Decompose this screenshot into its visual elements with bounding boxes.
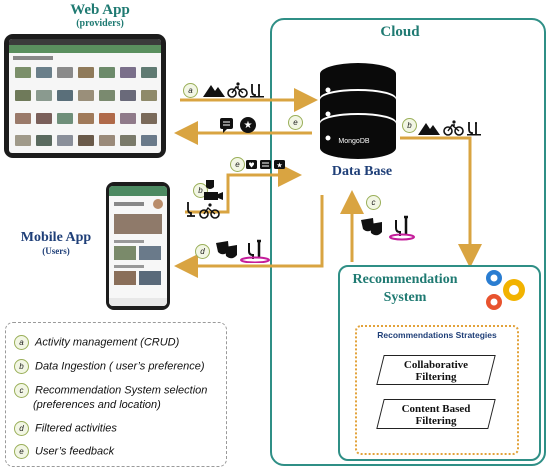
badge-a: a: [183, 83, 198, 98]
svg-text:♥: ♥: [248, 162, 254, 170]
svg-text:★: ★: [276, 162, 282, 170]
feedback-icons-mobile: ♥ ★: [246, 160, 285, 170]
wine-icon: [468, 122, 477, 135]
legend-badge-a: a: [14, 335, 29, 350]
badge-d: d: [195, 244, 210, 259]
legend-badge-d: d: [14, 421, 29, 436]
mobile-app-phone: [106, 182, 170, 310]
phone-screen: [109, 186, 167, 306]
strategy1-line1: Collaborative: [403, 359, 469, 371]
activity-icons-b: [418, 120, 481, 136]
legend-text-c: Recommendation System selection: [35, 384, 208, 397]
web-app-title: Web App: [70, 2, 130, 18]
legend-item-a: a Activity management (CRUD): [14, 335, 179, 350]
badge-e-mobile: e: [230, 157, 245, 172]
mongodb-logo: MongoDB: [338, 138, 370, 145]
badge-b-cloud: b: [402, 118, 417, 133]
legend-badge-c: c: [14, 383, 29, 398]
mountain-icon: [203, 85, 225, 97]
strategy2-line1: Content Based: [401, 403, 471, 415]
svg-text:★: ★: [244, 120, 253, 131]
database-icon: [320, 63, 396, 159]
wine-icon: [248, 243, 254, 259]
legend-text-c2: (preferences and location): [33, 399, 161, 412]
strategy2-line2: Filtering: [415, 415, 457, 427]
filtered-activity-icons: [216, 239, 270, 263]
camera-icon: [204, 192, 223, 200]
recommendation-title-line2: System: [383, 290, 427, 305]
star-badge-icon: [240, 117, 256, 133]
wine-icon: [251, 84, 260, 97]
legend-item-b: b Data Ingestion ( user’s preference): [14, 359, 205, 374]
legend-item-c-cont: (preferences and location): [33, 399, 161, 411]
cloud-title: Cloud: [380, 24, 420, 40]
legend-text-d: Filtered activities: [35, 422, 117, 435]
legend-item-c: c Recommendation System selection: [14, 383, 207, 398]
strategies-box: [355, 325, 519, 455]
wine-icon: [187, 202, 195, 217]
bike-wheel-icon: [227, 88, 237, 98]
legend-box: a Activity management (CRUD) b Data Ingest…: [5, 322, 227, 467]
legend-badge-b: b: [14, 359, 29, 374]
wine-icon: [395, 220, 401, 236]
arrow-d: [174, 195, 324, 278]
feedback-icons-web: ★: [220, 117, 256, 133]
web-app-tablet: [4, 34, 166, 158]
recommendation-title-line1: Recommendation: [352, 272, 458, 287]
strategy1-line2: Filtering: [415, 371, 457, 383]
masks-icon: [206, 180, 214, 189]
mobile-app-subtitle: (Users): [42, 246, 70, 256]
mountain-icon: [418, 123, 440, 135]
web-app-subtitle: (providers): [76, 18, 124, 29]
legend-text-e: User’s feedback: [35, 445, 115, 458]
strategies-title: Recommendations Strategies: [377, 330, 497, 340]
arrow-b: [400, 136, 482, 268]
legend-item-e: e User’s feedback: [14, 444, 114, 459]
database-label: Data Base: [331, 164, 393, 179]
gears-icon: [486, 270, 525, 310]
comment-icon: [220, 118, 233, 129]
activity-icons-a: [203, 82, 264, 98]
preference-icons-mobile: [187, 180, 223, 219]
legend-item-d: d Filtered activities: [14, 421, 117, 436]
arrow-mobile-up: [185, 163, 302, 214]
legend-text-a: Activity management (CRUD): [35, 336, 180, 349]
cloud-container: [270, 18, 546, 466]
badge-e-web: e: [288, 115, 303, 130]
badge-c: c: [366, 195, 381, 210]
mobile-app-title: Mobile App: [20, 230, 92, 245]
tablet-screen: [9, 39, 161, 153]
legend-text-b: Data Ingestion ( user’s preference): [35, 360, 205, 373]
preference-icons-c: [361, 215, 415, 241]
legend-badge-e: e: [14, 444, 29, 459]
